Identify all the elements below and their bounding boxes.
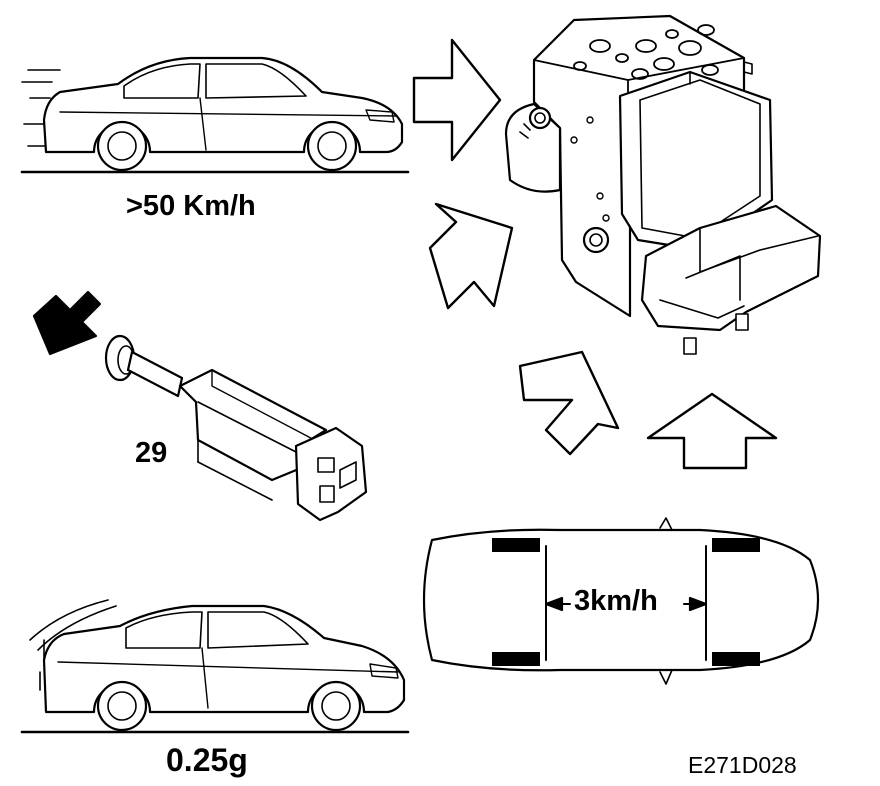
plunger-shaft: [126, 350, 184, 398]
press-arrow-icon: [32, 290, 102, 356]
deceleration-label: 0.25g: [166, 742, 248, 778]
port-holes: [573, 24, 719, 80]
car-windows: [123, 63, 307, 99]
brake-light-switch: [32, 290, 368, 522]
wheel-sensors: [492, 538, 760, 666]
rear-wheel: [96, 120, 148, 172]
part-number-label: 29: [135, 437, 168, 469]
car-top-view: [422, 517, 820, 685]
fitting-port: [582, 226, 610, 254]
car-braking: [20, 599, 410, 734]
wheel-speed-difference-label: 3km/h: [574, 585, 658, 617]
speed-lines: [21, 69, 61, 147]
switch-connector: [294, 426, 368, 522]
signal-arrows: [412, 38, 778, 470]
figure-code-label: E271D028: [688, 752, 797, 778]
arrow-icon: [428, 202, 514, 310]
arrow-icon: [518, 350, 620, 456]
front-wheel: [310, 680, 362, 732]
ecu-connector: [640, 204, 822, 332]
car-windows: [125, 611, 309, 649]
rear-wheel: [96, 680, 148, 732]
arrow-icon: [646, 392, 778, 470]
car-outline: [422, 528, 820, 672]
car-moving: [20, 56, 410, 174]
arrow-icon: [412, 38, 502, 162]
speed-threshold-label: >50 Km/h: [126, 190, 256, 222]
front-wheel: [306, 120, 358, 172]
abs-control-unit: [504, 14, 822, 355]
